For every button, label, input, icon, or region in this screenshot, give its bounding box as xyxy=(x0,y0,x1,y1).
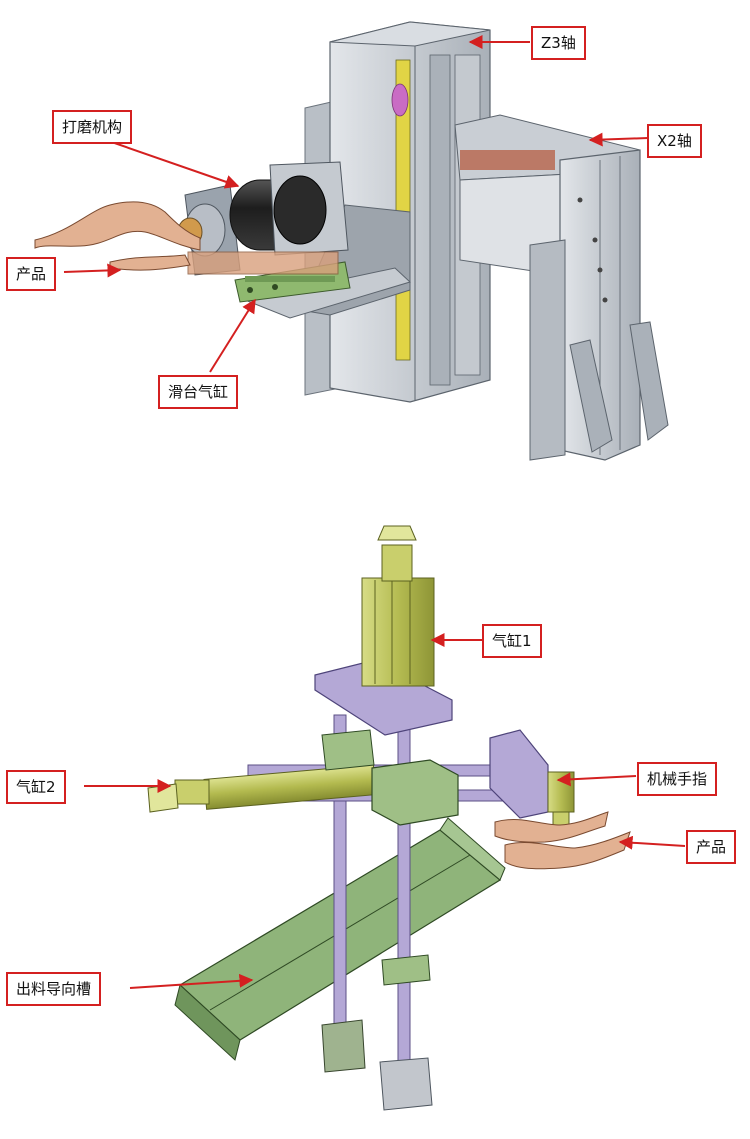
foot-left xyxy=(321,1019,366,1073)
label-gripper: 机械手指 xyxy=(637,762,718,796)
gripper-mount xyxy=(489,729,575,835)
x2-foot-a xyxy=(569,339,613,453)
center-block xyxy=(371,759,459,826)
label-x2-axis: X2轴 xyxy=(647,124,702,158)
bottom-assembly xyxy=(147,525,631,1111)
label-grinding-mechanism: 打磨机构 xyxy=(52,110,133,144)
label-product-bottom: 产品 xyxy=(686,830,737,864)
label-slide-cylinder: 滑台气缸 xyxy=(158,375,239,409)
label-cylinder-1: 气缸1 xyxy=(482,624,542,658)
grinding-mechanism xyxy=(177,161,349,276)
chute-bracket xyxy=(381,954,431,986)
label-product-top: 产品 xyxy=(6,257,57,291)
x2-foot-b xyxy=(629,321,669,441)
product-top xyxy=(34,201,201,271)
top-assembly xyxy=(34,21,669,461)
label-discharge-chute: 出料导向槽 xyxy=(6,972,102,1006)
label-cylinder-2: 气缸2 xyxy=(6,770,66,804)
product-bottom xyxy=(494,811,631,870)
label-z3-axis: Z3轴 xyxy=(531,26,586,60)
z3-column-top xyxy=(329,21,491,47)
rear-block xyxy=(321,729,375,771)
cylinder-1 xyxy=(361,525,435,687)
foot-right xyxy=(379,1057,433,1111)
